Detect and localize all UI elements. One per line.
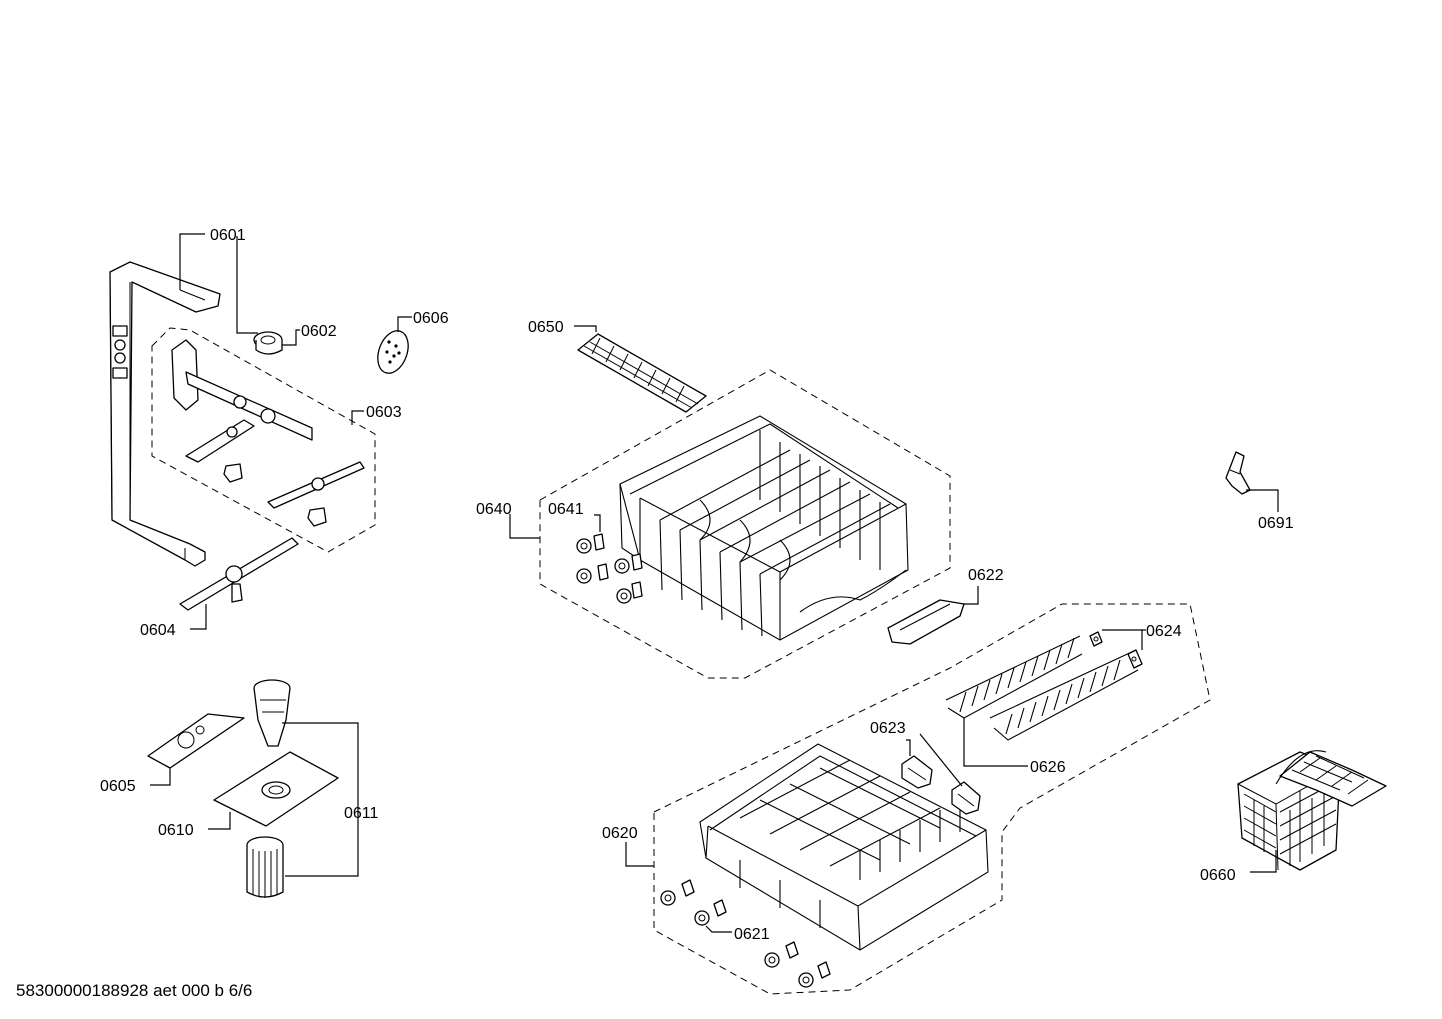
- part-0626-tine-racks: [945, 635, 1139, 741]
- label-0620: 0620: [602, 825, 638, 842]
- label-0660: 0660: [1200, 867, 1236, 884]
- part-0603-upper-spray-arm: [171, 339, 365, 527]
- part-0602-bearing: [253, 331, 283, 355]
- part-0606-filter-disc: [377, 330, 409, 374]
- label-0641: 0641: [548, 501, 584, 518]
- part-0620-lower-basket: [699, 743, 989, 951]
- label-0640: 0640: [476, 501, 512, 518]
- label-0605: 0605: [100, 778, 136, 795]
- drawing-footer-code: 58300000188928 aet 000 b 6/6: [16, 981, 253, 1000]
- label-0691: 0691: [1258, 515, 1294, 532]
- label-0604: 0604: [140, 622, 176, 639]
- part-0601-supply-pipe: [109, 261, 221, 567]
- label-0606: 0606: [413, 310, 449, 327]
- part-0660-cutlery-basket: [1237, 750, 1387, 871]
- label-0626: 0626: [1030, 759, 1066, 776]
- part-0611-cylinder-filter: [246, 836, 284, 898]
- part-0605-cover: [147, 713, 245, 769]
- part-0650-cup-shelf: [577, 333, 707, 413]
- label-0603: 0603: [366, 404, 402, 421]
- part-0621-wheels: [660, 879, 831, 988]
- label-0622: 0622: [968, 567, 1004, 584]
- part-0623-holders: [901, 755, 981, 815]
- label-0624: 0624: [1146, 623, 1182, 640]
- part-0641-wheels: [576, 533, 643, 604]
- part-0610-flat-filter: [213, 751, 339, 827]
- part-0640-upper-basket: [619, 415, 909, 641]
- label-0621: 0621: [734, 926, 770, 943]
- label-0623: 0623: [870, 720, 906, 737]
- part-0622-handle: [887, 599, 965, 645]
- label-0602: 0602: [301, 323, 337, 340]
- label-0650: 0650: [528, 319, 564, 336]
- label-0610: 0610: [158, 822, 194, 839]
- part-0624-clips: [1089, 631, 1143, 669]
- label-0601: 0601: [210, 227, 246, 244]
- label-0611: 0611: [344, 805, 379, 822]
- group-0620-outline: [653, 603, 1211, 995]
- part-0604-lower-spray-arm: [179, 537, 299, 611]
- part-0691-clip: [1225, 451, 1251, 495]
- group-0603-outline: [151, 327, 376, 553]
- part-0611-filter-insert: [253, 679, 291, 747]
